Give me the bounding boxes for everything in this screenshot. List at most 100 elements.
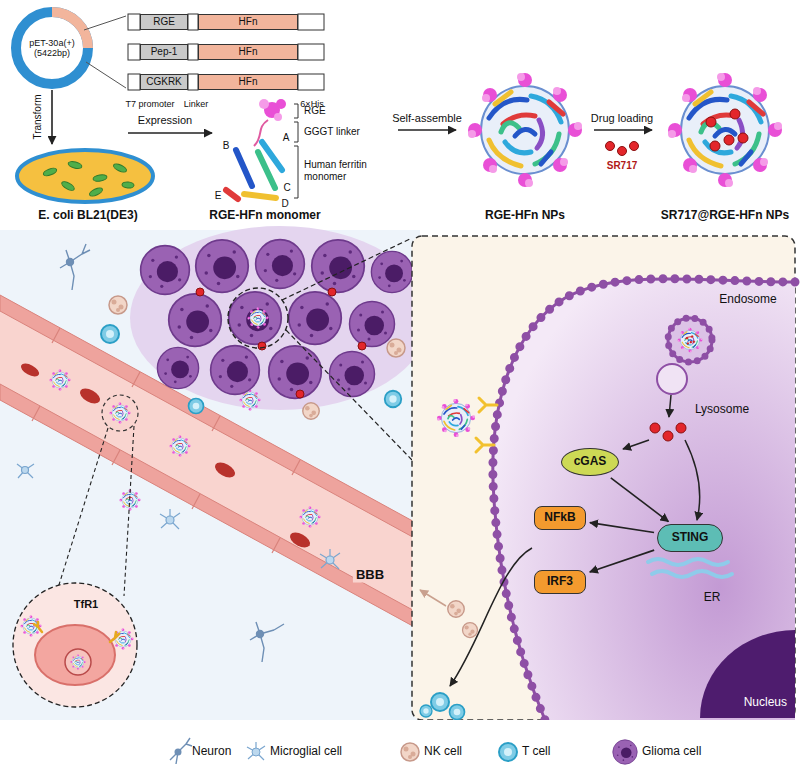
immune-cell — [101, 296, 405, 419]
construct-segment — [128, 44, 140, 60]
ferritin-monomer — [258, 152, 275, 188]
blood-vessel — [52, 328, 60, 343]
glioma-cell — [256, 240, 305, 289]
er-membrane — [652, 571, 732, 577]
immune-cell — [385, 391, 402, 408]
construct-segment — [188, 44, 198, 60]
pathway-connector — [590, 523, 654, 533]
glioma-cell — [269, 346, 322, 399]
cell-panel — [412, 236, 795, 720]
step-label: Self-assemble — [392, 112, 462, 125]
zoom-marker — [286, 330, 412, 460]
transcription-factor: IRF3 — [534, 570, 586, 594]
microglia-sketch — [320, 549, 340, 569]
drug-dot — [258, 342, 266, 350]
nanoparticle — [50, 370, 71, 391]
cell-panel — [493, 279, 795, 720]
zoomed-endothelium — [124, 426, 134, 596]
node-text: (5422bp) — [34, 48, 70, 58]
ferritin-monomer — [294, 104, 298, 198]
immune-cell — [420, 601, 478, 720]
node-text: Pep-1 — [151, 46, 178, 58]
drug-dot — [663, 431, 673, 441]
blood-vessel — [19, 361, 41, 379]
plasmid-lead-line — [84, 16, 126, 30]
glioma-cell — [330, 352, 375, 397]
legend-icon — [613, 740, 637, 764]
stage-caption: SR717@RGE-HFn NPs — [661, 209, 789, 223]
construct-segment — [188, 74, 198, 90]
node-text: Nucleus — [744, 696, 787, 710]
drug-dot — [650, 423, 660, 433]
ferritin-monomer — [274, 113, 282, 121]
process-arrow — [594, 129, 652, 131]
drug-dot — [630, 142, 639, 151]
glioma-cell — [211, 346, 260, 395]
construct-segment: Pep-1 — [140, 44, 188, 60]
pathway-arrow — [420, 590, 446, 606]
microglia-sketch — [160, 509, 180, 529]
drug-dot — [296, 390, 304, 398]
neuron-sketch — [250, 622, 284, 662]
glioma-cell — [350, 302, 395, 347]
endosome — [678, 328, 703, 353]
node-text: cGAS — [574, 455, 607, 469]
blood-vessel — [32, 406, 40, 421]
glioma-cell — [141, 240, 413, 399]
antibody — [476, 398, 497, 452]
culture-plate — [112, 162, 127, 173]
drug-dot — [196, 288, 204, 296]
step-label: Transform — [32, 94, 44, 139]
pathway-arrow — [685, 440, 700, 520]
ferritin-monomer — [259, 99, 269, 109]
node-text: HFn — [239, 76, 258, 88]
node-text: NFkB — [544, 511, 575, 525]
organelle-label: Endosome — [719, 293, 776, 307]
receptor-label: TfR1 — [74, 598, 98, 611]
node-text: STING — [672, 531, 709, 545]
zoomed-endothelium — [13, 583, 137, 707]
plasmid-lead-line — [86, 62, 126, 88]
culture-plate — [67, 160, 82, 169]
bracket-label: Human ferritin monomer — [304, 159, 392, 182]
construct-segment — [128, 74, 140, 90]
nanoparticle — [300, 507, 321, 528]
neuron-sketch — [60, 244, 90, 290]
pathway-connector — [590, 550, 654, 572]
pathway-arrow — [623, 440, 649, 449]
nanoparticle — [468, 73, 582, 187]
zoomed-endothelium — [58, 428, 108, 588]
blood-vessel — [272, 538, 280, 553]
ferritin-monomer — [276, 99, 286, 109]
organelle-label: Lysosome — [695, 403, 749, 417]
process-arrow — [51, 90, 53, 144]
microglia-sketch — [17, 464, 34, 478]
legend-icon — [175, 749, 182, 756]
plasmid-ring — [16, 12, 88, 84]
zoomed-endothelium — [65, 649, 91, 675]
immune-cell — [450, 705, 465, 720]
legend-icon — [170, 738, 192, 764]
legend-icon — [170, 738, 637, 764]
zoom-marker — [282, 238, 412, 300]
bracket-label: RGE — [304, 105, 326, 117]
organelle-label: ER — [704, 591, 721, 605]
node-text: HFn — [239, 46, 258, 58]
zoom-marker — [248, 308, 269, 329]
zoomed-endothelium — [21, 616, 42, 637]
legend-text: T cell — [522, 745, 550, 759]
glioma-cell — [229, 292, 282, 345]
construct-segment: RGE — [140, 14, 188, 30]
culture-plate — [17, 150, 153, 202]
node-text: HFn — [239, 16, 258, 28]
plasmid-lead-line — [84, 16, 126, 88]
cell-panel — [493, 279, 795, 720]
pathway-arrow — [669, 395, 671, 417]
ferritin-monomer — [226, 99, 298, 199]
process-arrow — [128, 132, 212, 134]
immune-cell — [189, 399, 204, 414]
glioma-cell — [141, 246, 190, 295]
drug-dot — [328, 288, 336, 296]
microglia-sketch — [22, 467, 29, 474]
zoomed-endothelium — [70, 654, 85, 669]
